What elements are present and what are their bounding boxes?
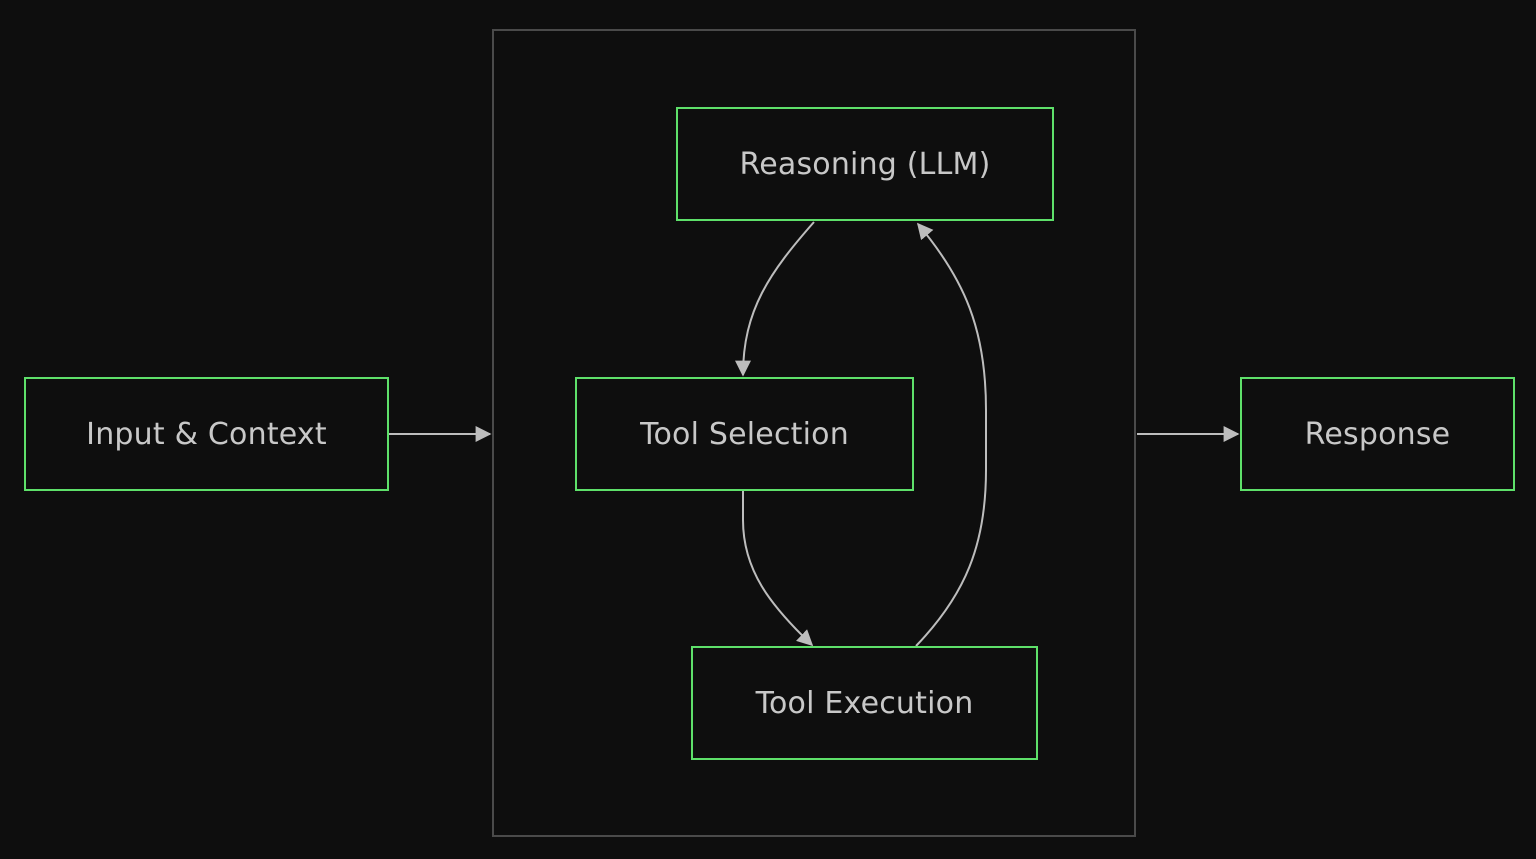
- edge-execution-to-reasoning: [915, 222, 987, 647]
- edge-reasoning-to-selection: [735, 221, 815, 377]
- edge-selection-to-execution: [742, 491, 814, 647]
- node-tool-selection: Tool Selection: [575, 377, 914, 491]
- node-tool-execution-label: Tool Execution: [755, 685, 974, 721]
- node-response: Response: [1240, 377, 1515, 491]
- node-tool-selection-label: Tool Selection: [640, 416, 849, 452]
- node-tool-execution: Tool Execution: [691, 646, 1038, 760]
- node-reasoning-llm: Reasoning (LLM): [676, 107, 1054, 221]
- agent-loop-group: [492, 29, 1136, 837]
- node-response-label: Response: [1304, 416, 1451, 452]
- node-reasoning-llm-label: Reasoning (LLM): [739, 146, 991, 182]
- node-input-context-label: Input & Context: [86, 416, 327, 452]
- node-input-context: Input & Context: [24, 377, 389, 491]
